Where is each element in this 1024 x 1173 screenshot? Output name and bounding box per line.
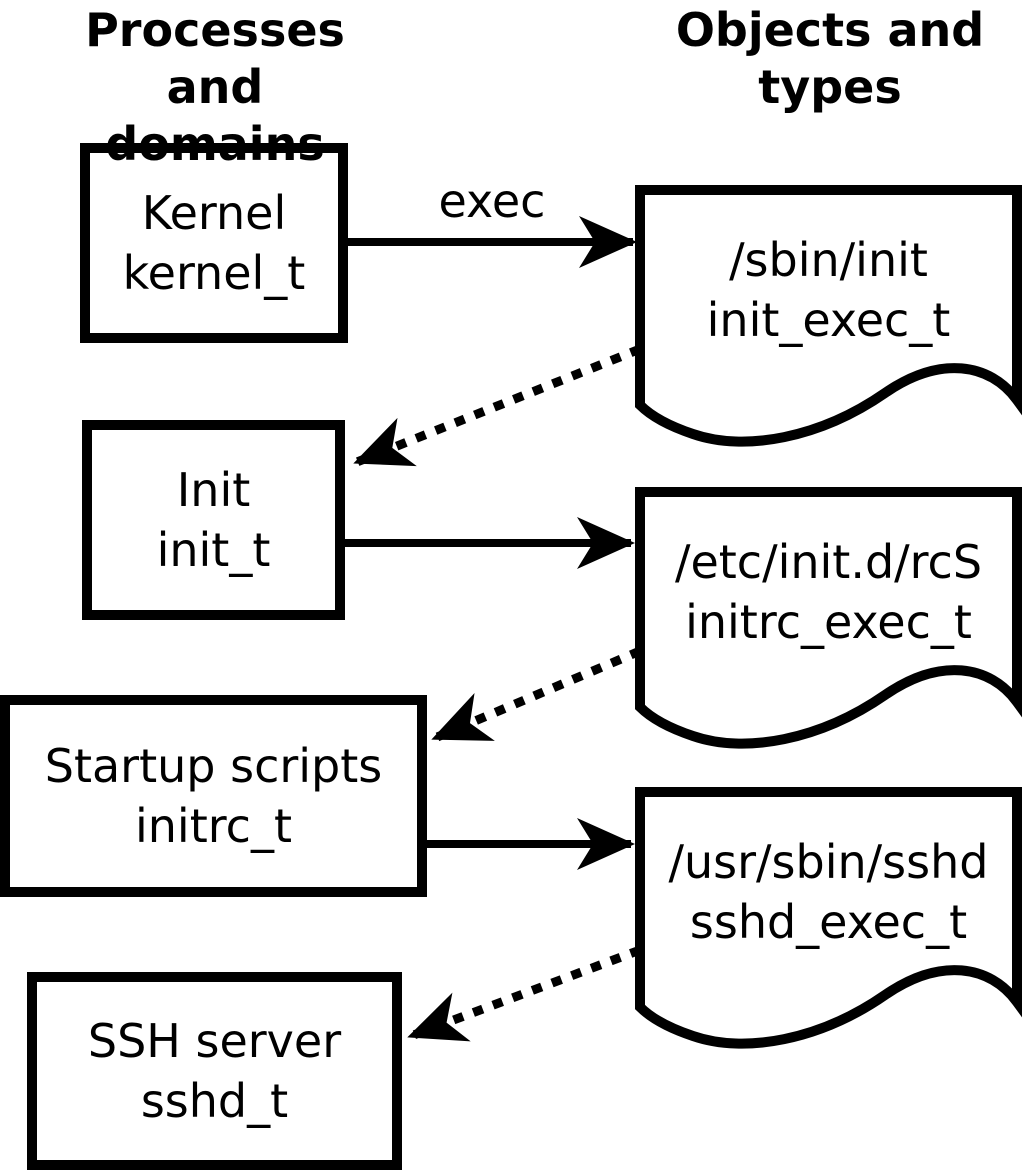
transition-arrow-rcs-to-startup: [431, 646, 642, 743]
object-label-etc-initd-rcs: /etc/init.d/rcS initrc_exec_t: [640, 492, 1017, 692]
exec-arrow-label: exec: [438, 174, 546, 228]
transition-arrow-sshd-to-ssh-server: [407, 945, 642, 1042]
process-domain: kernel_t: [122, 246, 306, 300]
process-label-ssh-server: SSH server sshd_t: [27, 972, 402, 1170]
process-box-startup-scripts: [0, 695, 427, 897]
process-name: Kernel: [141, 186, 287, 240]
process-box-kernel: [80, 143, 348, 343]
process-domain: sshd_t: [140, 1074, 289, 1128]
column-header-processes: Processes and domains: [85, 3, 345, 171]
object-label-sbin-init: /sbin/init init_exec_t: [640, 190, 1017, 390]
process-label-init: Init init_t: [82, 420, 345, 620]
object-path: /usr/sbin/sshd: [668, 835, 989, 889]
process-label-startup-scripts: Startup scripts initrc_t: [0, 695, 427, 897]
object-type: sshd_exec_t: [689, 895, 968, 949]
process-box-ssh-server: [27, 972, 402, 1170]
process-box-init: [82, 420, 345, 620]
process-name: Startup scripts: [44, 739, 383, 793]
process-name: SSH server: [87, 1014, 342, 1068]
process-label-kernel: Kernel kernel_t: [80, 143, 348, 343]
process-domain: init_t: [156, 523, 271, 577]
column-header-objects: Objects and types: [675, 3, 985, 114]
process-domain: initrc_t: [135, 799, 292, 853]
object-label-usr-sbin-sshd: /usr/sbin/sshd sshd_exec_t: [640, 792, 1017, 992]
object-type: init_exec_t: [706, 293, 951, 347]
object-path: /etc/init.d/rcS: [674, 535, 983, 589]
process-name: Init: [176, 463, 251, 517]
object-path: /sbin/init: [729, 233, 928, 287]
object-type: initrc_exec_t: [685, 595, 972, 649]
transition-arrow-sbin-init-to-init: [353, 344, 642, 467]
